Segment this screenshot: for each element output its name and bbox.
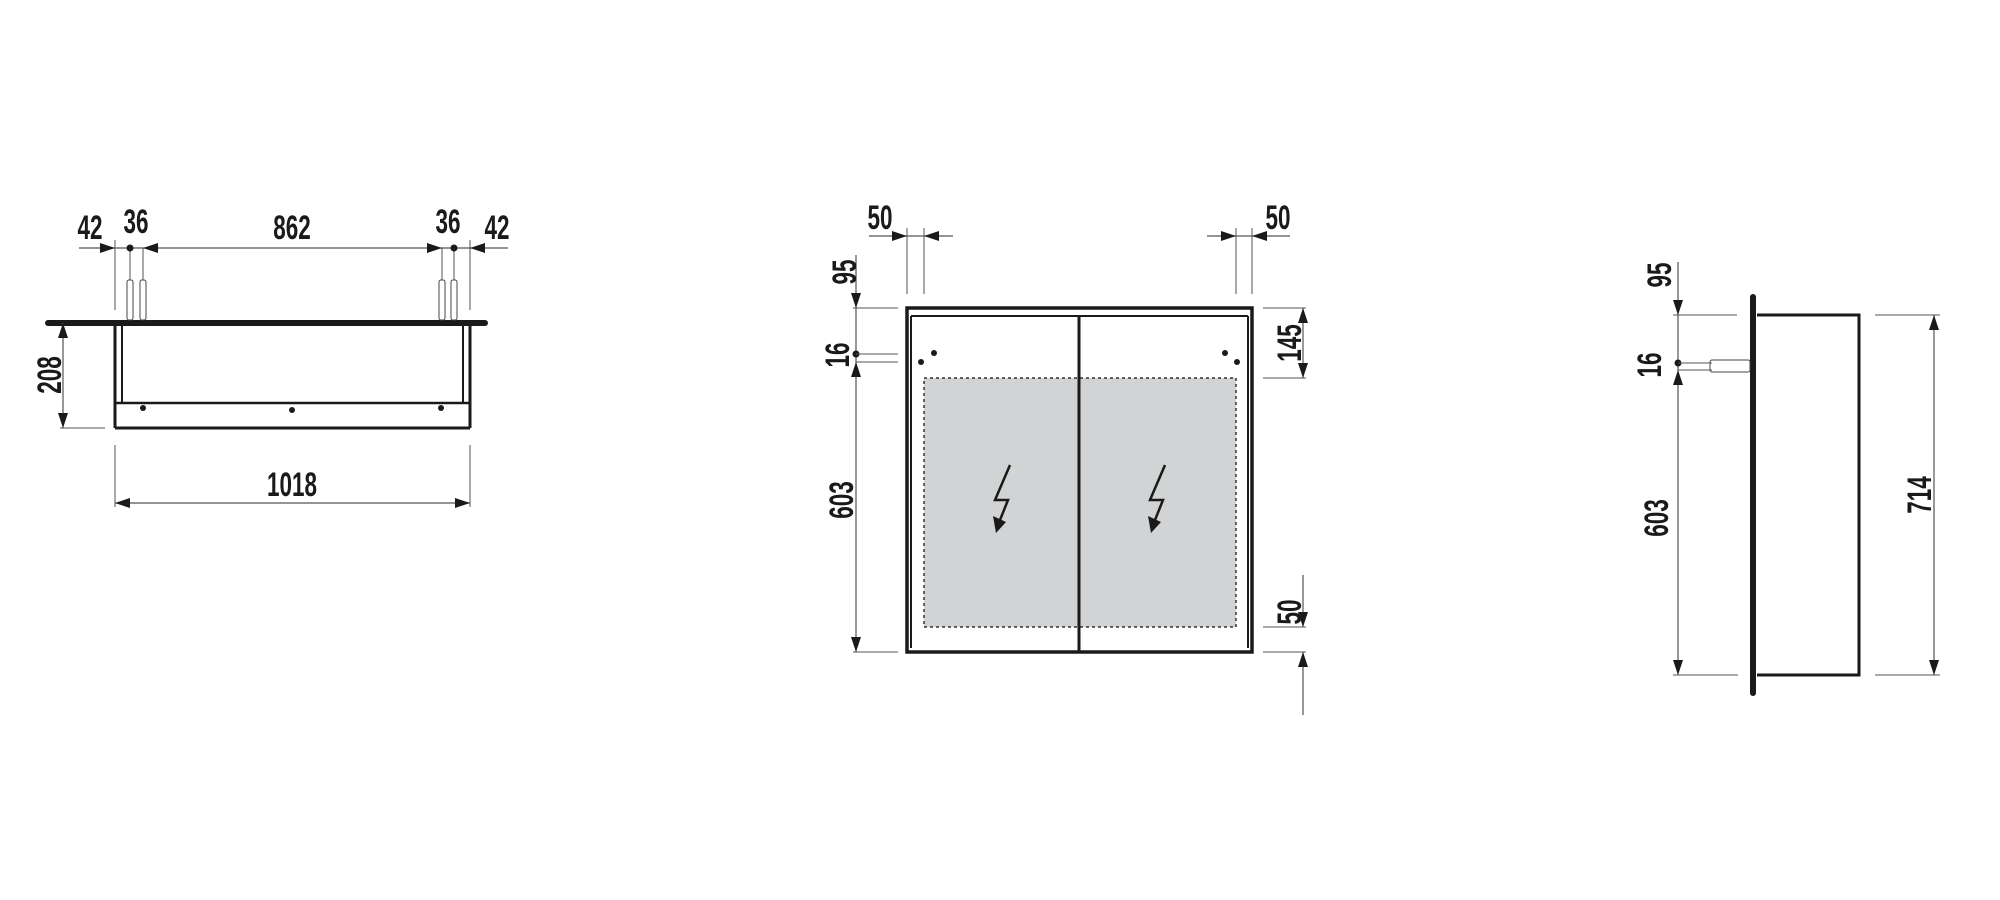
dim-right-edge: 42 (485, 209, 510, 247)
arrowhead (1673, 660, 1683, 675)
hole-marker (1222, 350, 1228, 356)
arrowhead (924, 231, 939, 241)
lightning-arrow-icon (993, 464, 1012, 521)
hole-marker (289, 407, 295, 413)
lightning-arrow-icon (993, 516, 1006, 533)
dim-side-top-to-hole: 95 (1641, 263, 1679, 288)
arrowhead (1298, 363, 1308, 378)
dim-left-edge: 42 (78, 209, 103, 247)
arrowhead (455, 498, 470, 508)
dim-side-hole-to-bottom: 603 (1638, 499, 1676, 537)
hole-marker (918, 359, 924, 365)
arrowhead (100, 243, 115, 253)
arrowhead (115, 498, 130, 508)
front-view-labels: 50 50 95 16 603 145 50 (819, 199, 1309, 625)
cabinet-side-outline (1757, 313, 1861, 677)
arrowhead (1252, 231, 1267, 241)
arrowhead (1673, 300, 1683, 315)
arrowhead (1298, 308, 1308, 323)
wall-anchor (126, 279, 134, 321)
hole-marker (1234, 359, 1240, 365)
dim-width: 1018 (267, 466, 317, 504)
dim-side-hole-spacing: 16 (1631, 353, 1669, 378)
dim-anchor-span: 862 (273, 209, 311, 247)
arrowhead (427, 243, 442, 253)
dim-left-inset: 50 (868, 199, 893, 237)
wall-anchor (139, 279, 147, 321)
wall-anchor (450, 279, 458, 321)
dim-top-panel: 145 (1271, 324, 1309, 362)
arrowhead (58, 413, 68, 428)
dim-side-height: 714 (1901, 476, 1939, 514)
dim-hole-to-bottom: 603 (823, 481, 861, 519)
hole-marker (931, 350, 937, 356)
dim-bottom-panel: 50 (1271, 600, 1309, 625)
hole-marker (126, 244, 134, 252)
dim-depth: 208 (31, 356, 69, 394)
arrowhead (1673, 370, 1683, 385)
arrowhead (58, 323, 68, 338)
hole-marker (438, 405, 444, 411)
wall-anchor (438, 279, 446, 321)
arrowhead (1298, 652, 1308, 667)
dim-left-anchor: 36 (124, 203, 149, 241)
arrowhead (1929, 315, 1939, 330)
hole-marker (140, 405, 146, 411)
top-view-labels: 42 36 862 36 42 208 1018 (31, 203, 510, 504)
arrowhead (851, 637, 861, 652)
arrowhead (470, 243, 485, 253)
dim-hole-spacing: 16 (819, 343, 857, 368)
side-view-labels: 95 16 603 714 (1631, 263, 1939, 537)
hole-marker (450, 244, 458, 252)
arrowhead (1929, 660, 1939, 675)
arrowhead (851, 362, 861, 377)
lightning-arrow-icon (1148, 516, 1161, 533)
arrowhead (892, 231, 907, 241)
arrowhead (1298, 612, 1308, 627)
dim-top-to-hole: 95 (826, 260, 864, 285)
wall-anchor (1709, 359, 1751, 373)
dim-right-anchor: 36 (436, 203, 461, 241)
lightning-arrow-icon (1148, 464, 1167, 521)
arrowhead (1221, 231, 1236, 241)
arrowhead (851, 293, 861, 308)
drawing-geometry (45, 228, 1940, 715)
dim-right-inset: 50 (1266, 199, 1291, 237)
arrowhead (143, 243, 158, 253)
